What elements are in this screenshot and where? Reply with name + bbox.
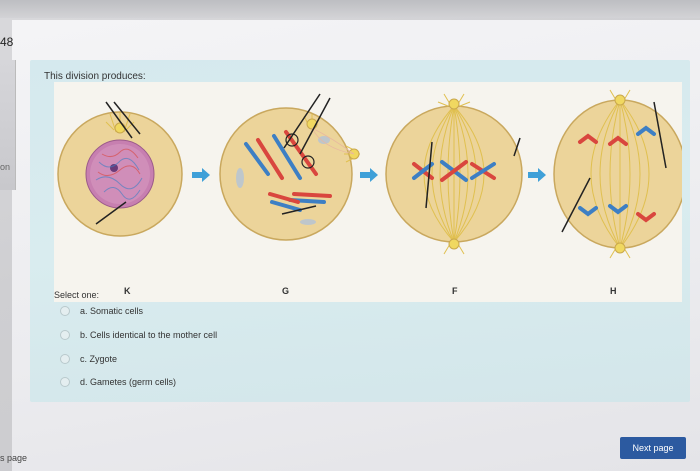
cell-f xyxy=(386,94,522,254)
answer-option-label: c. Zygote xyxy=(80,354,117,364)
question-text: This division produces: xyxy=(44,71,146,82)
top-band xyxy=(0,0,700,18)
cell-g xyxy=(220,94,360,240)
cell-h xyxy=(554,90,682,258)
arrow-icon xyxy=(528,168,546,182)
arrow-icon xyxy=(360,168,378,182)
radio-button[interactable] xyxy=(60,330,70,340)
radio-button[interactable] xyxy=(60,306,70,316)
answer-option-c[interactable]: c. Zygote xyxy=(60,354,117,364)
question-number: 48 xyxy=(0,35,13,49)
mitosis-diagram: K G F H xyxy=(54,82,682,302)
question-card: This division produces: xyxy=(30,60,690,402)
answer-option-a[interactable]: a. Somatic cells xyxy=(60,306,143,316)
answer-option-label: b. Cells identical to the mother cell xyxy=(80,330,217,340)
answer-option-b[interactable]: b. Cells identical to the mother cell xyxy=(60,330,217,340)
answer-option-d[interactable]: d. Gametes (germ cells) xyxy=(60,377,176,387)
left-sidebar-text: on xyxy=(0,162,10,172)
radio-button[interactable] xyxy=(60,354,70,364)
mitosis-diagram-svg: K G F H xyxy=(54,82,682,302)
previous-page-link[interactable]: s page xyxy=(0,453,27,463)
stage-label-h: H xyxy=(610,286,617,296)
select-one-label: Select one: xyxy=(54,290,99,300)
stage-label-f: F xyxy=(452,286,458,296)
next-page-button[interactable]: Next page xyxy=(620,437,686,459)
answer-option-label: a. Somatic cells xyxy=(80,306,143,316)
arrow-icon xyxy=(192,168,210,182)
radio-button[interactable] xyxy=(60,377,70,387)
cell-k xyxy=(58,102,182,236)
stage-label-k: K xyxy=(124,286,131,296)
stage-label-g: G xyxy=(282,286,289,296)
answer-option-label: d. Gametes (germ cells) xyxy=(80,377,176,387)
